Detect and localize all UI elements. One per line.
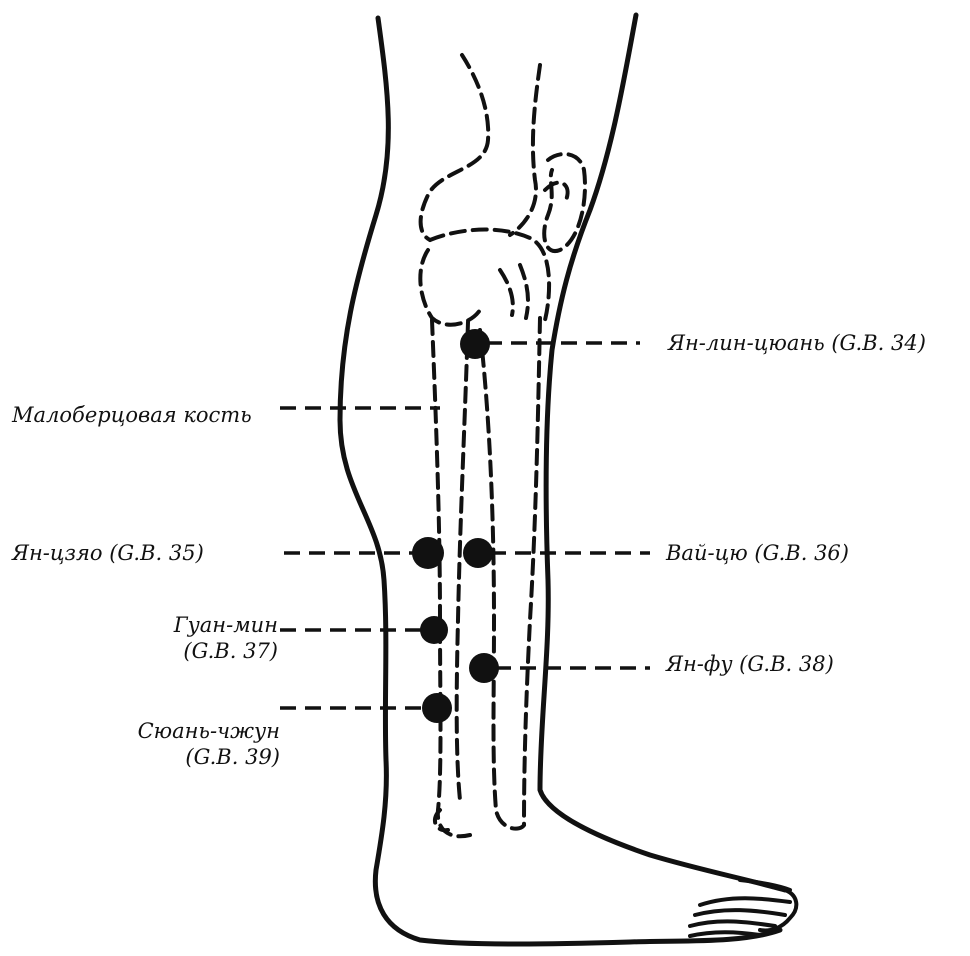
label-gb39-code: (G.B. 39) [100,744,280,770]
leg-back-contour [340,18,780,944]
label-gb37-name: Гуан-мин [100,612,278,638]
point-gb34 [460,329,490,359]
label-gb39: Сюань-чжун (G.B. 39) [100,718,280,770]
label-gb37: Гуан-мин (G.B. 37) [100,612,278,664]
leg-front-contour [540,15,785,890]
label-fibula: Малоберцовая кость [12,402,252,428]
femur-outline [421,55,489,240]
knee-joint [430,230,549,320]
label-gb37-code: (G.B. 37) [100,638,278,664]
label-gb34: Ян-лин-цюань (G.B. 34) [668,330,926,356]
point-gb37 [420,616,448,644]
label-gb35: Ян-цзяо (G.B. 35) [12,540,204,566]
label-gb36: Вай-цю (G.B. 36) [666,540,849,566]
label-gb39-name: Сюань-чжун [100,718,280,744]
point-gb39 [422,693,452,723]
label-gb38: Ян-фу (G.B. 38) [666,651,834,677]
tibia-outline [480,330,524,829]
point-gb35 [412,537,444,569]
point-gb36 [463,538,493,568]
toes [690,880,796,936]
point-gb38 [469,653,499,683]
